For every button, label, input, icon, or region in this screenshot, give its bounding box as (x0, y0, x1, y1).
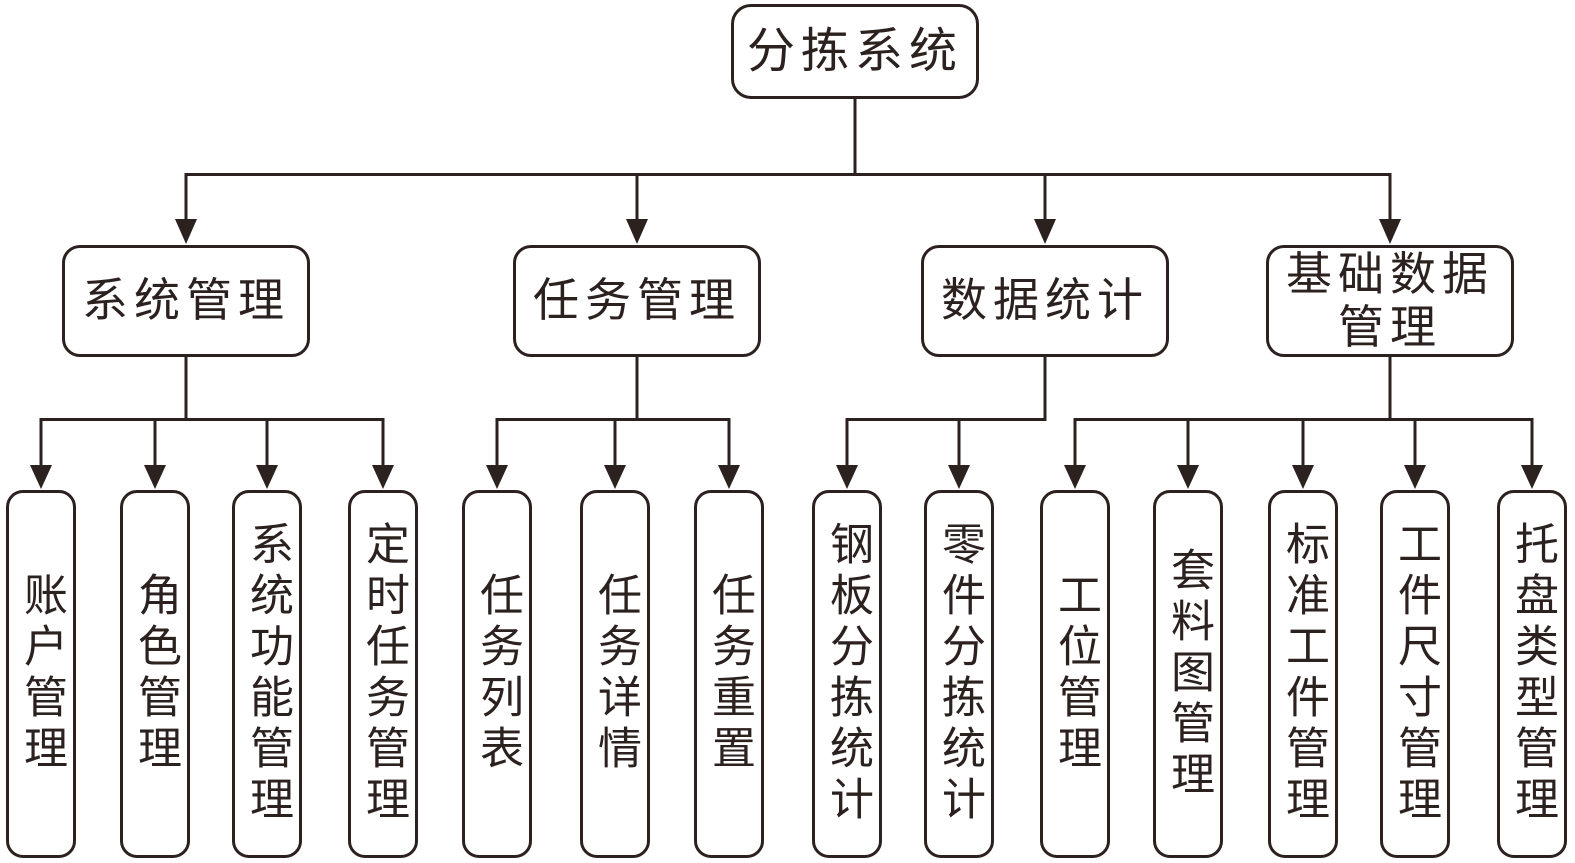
node-label: 任务详情 (590, 572, 641, 776)
node-label: 定时任务管理 (358, 521, 409, 827)
node-label: 系统功能管理 (242, 521, 293, 827)
node-label: 基础数据管理 (1286, 246, 1494, 354)
node-task-reset: 任务重置 (694, 490, 764, 858)
node-nesting-diagram-management: 套料图管理 (1153, 490, 1223, 858)
arrow-down (1404, 465, 1426, 489)
node-label: 标准工件管理 (1278, 521, 1329, 827)
arrowheads (30, 219, 1543, 489)
arrow-down (836, 465, 858, 489)
node-label: 角色管理 (130, 572, 181, 776)
node-label: 工件尺寸管理 (1390, 521, 1441, 827)
arrow-down (1521, 465, 1543, 489)
arrow-down (30, 465, 52, 489)
arrow-down (718, 465, 740, 489)
arrow-down (1064, 465, 1086, 489)
node-task-detail: 任务详情 (580, 490, 650, 858)
node-task-management: 任务管理 (513, 245, 761, 357)
node-label: 数据统计 (941, 273, 1149, 328)
node-pallet-type-management: 托盘类型管理 (1497, 490, 1567, 858)
node-label: 任务重置 (704, 572, 755, 776)
arrow-down (948, 465, 970, 489)
node-account-management: 账户管理 (6, 490, 76, 858)
arrow-down (144, 465, 166, 489)
node-label: 钢板分拣统计 (822, 521, 873, 827)
node-role-management: 角色管理 (120, 490, 190, 858)
node-label: 零件分拣统计 (934, 521, 985, 827)
node-part-sorting-stats: 零件分拣统计 (924, 490, 994, 858)
arrow-down (1177, 465, 1199, 489)
arrow-down (626, 219, 648, 244)
arrow-down (1034, 219, 1056, 244)
connector-lines (39, 99, 1534, 467)
arrow-down (1379, 219, 1401, 244)
node-system-management: 系统管理 (62, 245, 310, 357)
node-workpiece-size-management: 工件尺寸管理 (1380, 490, 1450, 858)
node-label: 账户管理 (16, 572, 67, 776)
node-label: 工位管理 (1050, 572, 1101, 776)
node-label: 系统管理 (82, 273, 290, 328)
arrow-down (1292, 465, 1314, 489)
node-scheduled-task-management: 定时任务管理 (348, 490, 418, 858)
node-label: 套料图管理 (1163, 546, 1214, 802)
arrow-down (372, 465, 394, 489)
node-data-statistics: 数据统计 (921, 245, 1169, 357)
arrow-down (486, 465, 508, 489)
node-task-list: 任务列表 (462, 490, 532, 858)
node-station-management: 工位管理 (1040, 490, 1110, 858)
node-label: 托盘类型管理 (1507, 521, 1558, 827)
node-label: 分拣系统 (746, 22, 963, 79)
node-steel-plate-sorting-stats: 钢板分拣统计 (812, 490, 882, 858)
node-basic-data-management: 基础数据管理 (1266, 245, 1514, 357)
arrow-down (175, 219, 197, 244)
arrow-down (256, 465, 278, 489)
node-system-function-management: 系统功能管理 (232, 490, 302, 858)
node-label: 任务管理 (533, 273, 741, 328)
node-standard-workpiece-management: 标准工件管理 (1268, 490, 1338, 858)
node-label: 任务列表 (472, 572, 523, 776)
arrow-down (604, 465, 626, 489)
node-sorting-system: 分拣系统 (731, 4, 979, 99)
